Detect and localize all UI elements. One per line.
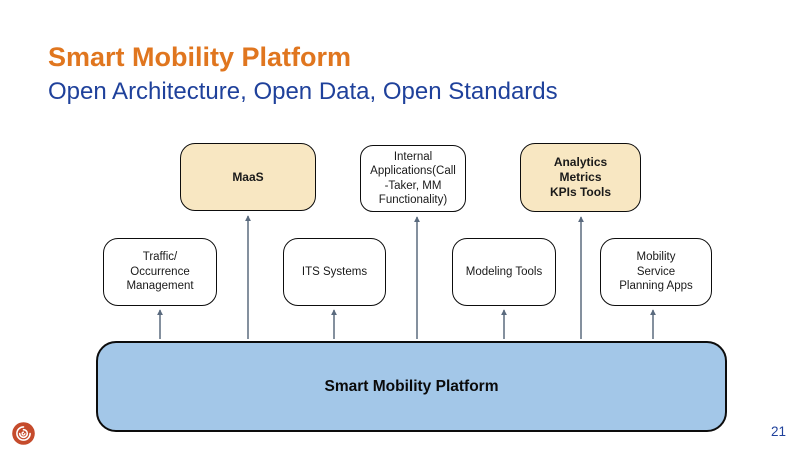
box-mobility-service-planning-apps: Mobility Service Planning Apps — [600, 238, 712, 306]
box-modeling-tools: Modeling Tools — [452, 238, 556, 306]
box-its-systems: ITS Systems — [283, 238, 386, 306]
box-internal-applications: Internal Applications(Call -Taker, MM Fu… — [360, 145, 466, 212]
slide-title: Smart Mobility Platform — [48, 42, 352, 72]
box-traffic-occurrence-management: Traffic/ Occurrence Management — [103, 238, 217, 306]
slide-subtitle: Open Architecture, Open Data, Open Stand… — [48, 78, 558, 105]
box-analytics-metrics-kpis: Analytics Metrics KPIs Tools — [520, 143, 641, 212]
page-number: 21 — [770, 424, 786, 439]
box-maas: MaaS — [180, 143, 316, 211]
spiral-logo-icon — [12, 422, 35, 445]
platform-box: Smart Mobility Platform — [96, 341, 727, 432]
